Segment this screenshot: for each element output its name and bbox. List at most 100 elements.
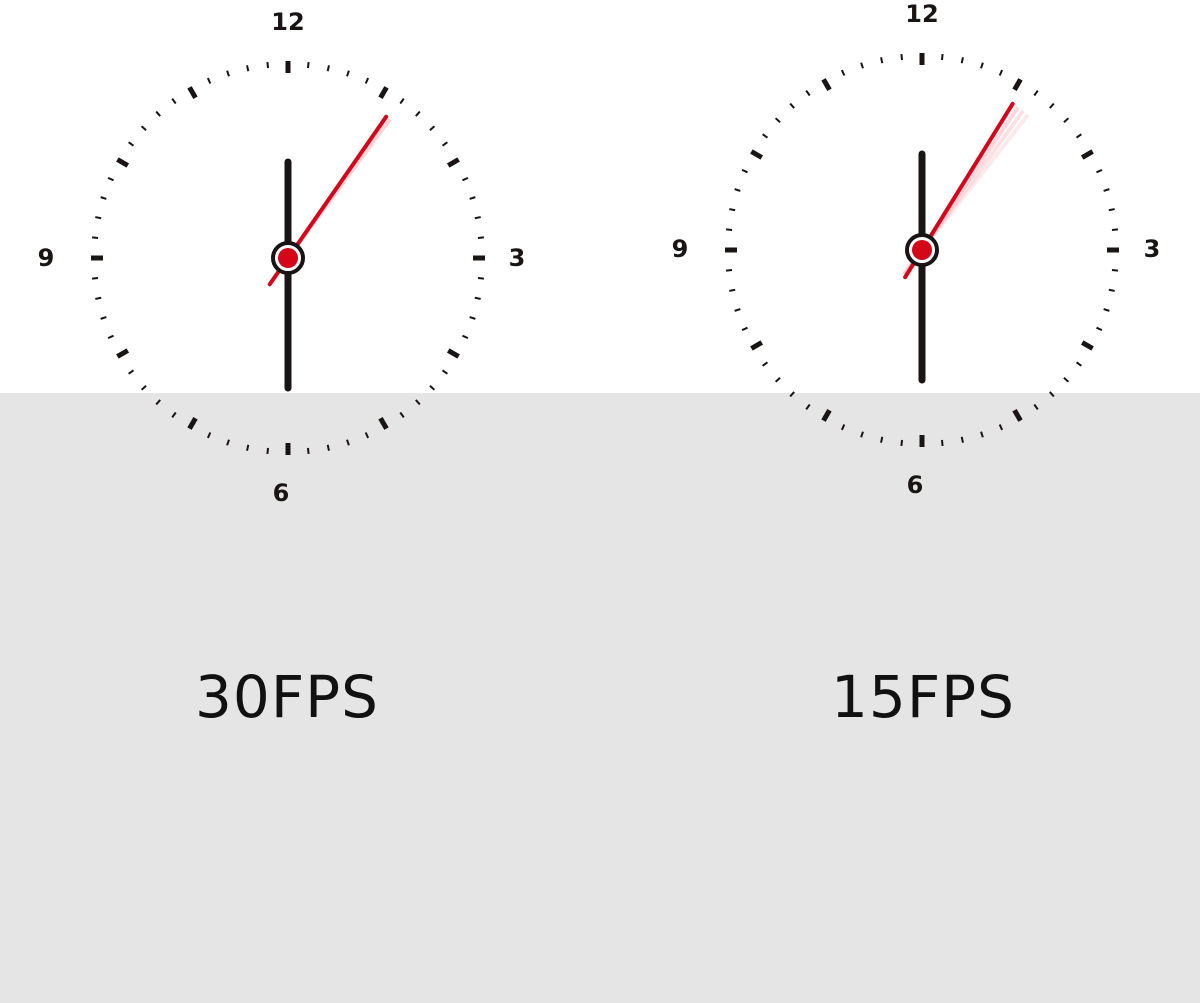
clock-15fps: 12 3 6 9 [634, 0, 1200, 520]
minute-tick [762, 361, 769, 367]
minute-tick [980, 62, 984, 69]
minute-tick [326, 444, 330, 451]
minute-tick [364, 77, 370, 84]
center-hub-dot [912, 240, 932, 260]
minute-tick [441, 369, 448, 375]
minute-tick [107, 334, 114, 340]
minute-tick [725, 228, 733, 232]
minute-tick [477, 236, 485, 240]
minute-tick [306, 61, 310, 69]
minute-tick [1063, 377, 1070, 383]
minute-tick [415, 399, 421, 406]
minute-tick [734, 188, 741, 192]
hour-tick [750, 149, 764, 160]
minute-tick [840, 424, 846, 431]
minute-tick [789, 102, 795, 109]
minute-tick [474, 296, 481, 300]
minute-tick [91, 276, 99, 280]
minute-tick [226, 70, 230, 77]
minute-tick [860, 62, 864, 69]
minute-tick [734, 308, 741, 312]
minute-tick [998, 69, 1004, 76]
minute-tick [140, 385, 147, 391]
minute-tick [1096, 326, 1103, 332]
minute-tick [741, 326, 748, 332]
minute-tick [1103, 188, 1110, 192]
minute-tick [880, 436, 884, 443]
minute-tick [998, 424, 1004, 431]
numeral-6: 6 [273, 479, 290, 507]
hour-tick [446, 348, 460, 359]
numeral-12: 12 [905, 0, 938, 28]
minute-tick [1075, 361, 1082, 367]
minute-tick [429, 125, 436, 131]
minute-tick [140, 125, 147, 131]
minute-tick [880, 57, 884, 64]
minute-tick [155, 399, 161, 406]
minute-tick [95, 296, 102, 300]
minute-tick [469, 196, 476, 200]
center-hub-dot [278, 248, 298, 268]
minute-tick [789, 391, 795, 398]
minute-tick [429, 385, 436, 391]
hour-tick [187, 86, 198, 100]
minute-tick [346, 70, 350, 77]
minute-tick [774, 377, 781, 383]
minute-tick [960, 436, 964, 443]
minute-tick [128, 141, 135, 147]
clock-face-30fps: 12 3 6 9 [38, 8, 526, 507]
hour-tick [821, 78, 832, 92]
numeral-9: 9 [672, 235, 689, 263]
minute-tick [469, 316, 476, 320]
hour-tick [446, 157, 460, 168]
minute-tick [206, 432, 212, 439]
minute-tick [155, 110, 161, 117]
clock-30fps: 12 3 6 9 [0, 0, 600, 520]
hour-tick [1080, 149, 1094, 160]
minute-tick [1108, 208, 1115, 212]
minute-tick [171, 411, 177, 418]
minute-tick [1049, 391, 1055, 398]
numeral-3: 3 [1144, 235, 1161, 263]
minute-tick [805, 403, 811, 410]
minute-tick [960, 57, 964, 64]
minute-tick [346, 439, 350, 446]
numeral-6: 6 [907, 471, 924, 499]
minute-tick [729, 288, 736, 292]
minute-tick [1103, 308, 1110, 312]
hour-tick [1012, 78, 1023, 92]
minute-tick [266, 61, 270, 69]
minute-tick [441, 141, 448, 147]
hour-tick [1012, 408, 1023, 422]
minute-ticks [725, 53, 1119, 447]
minute-tick [1049, 102, 1055, 109]
minute-tick [306, 447, 310, 455]
minute-tick [980, 431, 984, 438]
hour-tick [116, 348, 130, 359]
minute-tick [860, 431, 864, 438]
minute-tick [900, 53, 904, 61]
minute-tick [107, 176, 114, 182]
hour-tick [1080, 340, 1094, 351]
hour-tick [116, 157, 130, 168]
minute-tick [805, 90, 811, 97]
minute-tick [171, 98, 177, 105]
hour-tick [187, 416, 198, 430]
minute-tick [100, 316, 107, 320]
minute-tick [91, 236, 99, 240]
minute-tick [774, 117, 781, 123]
minute-tick [266, 447, 270, 455]
fps-label-15: 15FPS [831, 663, 1015, 731]
minute-tick [100, 196, 107, 200]
gray-background-band [0, 393, 1200, 1003]
minute-tick [474, 216, 481, 220]
minute-tick [95, 216, 102, 220]
minute-tick [399, 411, 405, 418]
minute-tick [1033, 403, 1039, 410]
hour-tick [750, 340, 764, 351]
minute-tick [840, 69, 846, 76]
minute-tick [1063, 117, 1070, 123]
minute-tick [415, 110, 421, 117]
minute-tick [1111, 228, 1119, 232]
minute-tick [940, 439, 944, 447]
